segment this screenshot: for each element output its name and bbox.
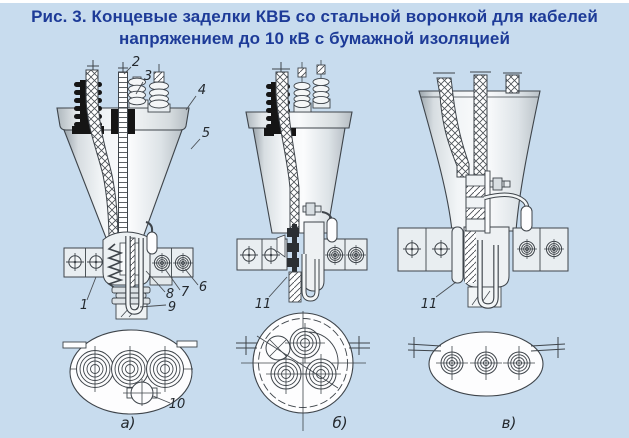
callout-3: 3 (144, 69, 152, 84)
figure-caption-line2: напряжением до 10 кВ с бумажной изоляцие… (118, 29, 511, 48)
sublabel-b: б) (332, 414, 347, 432)
view-sublabels: а) б) в) (120, 414, 516, 432)
side-rod (530, 337, 566, 358)
figure-caption-line1: Рис. 3. Концевые заделки КВБ со стальной… (31, 7, 598, 26)
callout-4: 4 (198, 83, 206, 98)
mounting-bracket (236, 238, 368, 271)
side-rod (407, 337, 442, 358)
cable-core-hatched (505, 74, 520, 94)
callout-10: 10 (169, 397, 186, 412)
armor-clamp-assembly (276, 202, 338, 303)
filler-plug (123, 379, 161, 406)
callout-1: 1 (80, 298, 88, 313)
drawing-b-termination (236, 60, 368, 303)
drawing-a-bottom-view (62, 329, 198, 415)
sublabel-v: в) (502, 414, 517, 432)
callout-8: 8 (166, 287, 174, 302)
porcelain-insulator (293, 62, 312, 113)
callout-2: 2 (132, 55, 140, 70)
base-seal-assembly (102, 221, 158, 320)
clamp-bolt (492, 177, 503, 191)
drip-insulator (146, 231, 158, 255)
callout-11-b: 11 (255, 297, 272, 312)
top-border (0, 0, 629, 3)
cable-core-hatched (473, 74, 488, 177)
drawing-v-termination (397, 71, 569, 309)
armor-clamp-assembly (451, 170, 533, 309)
figure-caption: Рис. 3. Концевые заделки КВБ со стальной… (0, 6, 629, 50)
drip-insulator (520, 205, 533, 232)
porcelain-insulator-center (128, 76, 146, 106)
clamp-bolt (305, 202, 316, 216)
callout-9: 9 (168, 300, 176, 315)
drawing-a-termination (56, 60, 194, 320)
callout-5: 5 (202, 126, 210, 141)
mounting-bracket (397, 227, 569, 272)
side-clamp (451, 226, 464, 284)
drip-insulator (326, 217, 338, 243)
funnel-rim (245, 111, 353, 129)
side-lug (349, 336, 370, 355)
callout-11-v: 11 (421, 297, 438, 312)
drawing-b-bottom-view (236, 311, 370, 431)
side-lug (236, 336, 257, 355)
drip-wire (145, 221, 154, 233)
callout-numbers: 1 2 3 4 5 6 7 8 9 10 11 11 (80, 55, 437, 412)
porcelain-insulator (312, 60, 331, 109)
spring-coil (106, 243, 124, 289)
sublabel-a: а) (120, 414, 135, 432)
callout-leaders (86, 66, 457, 404)
mounting-bracket (63, 247, 194, 286)
callout-6: 6 (199, 280, 207, 295)
drawing-v-bottom-view (407, 331, 566, 397)
callout-7: 7 (181, 285, 190, 300)
core-rod-ladder (118, 62, 128, 244)
porcelain-insulator-right (147, 64, 171, 113)
